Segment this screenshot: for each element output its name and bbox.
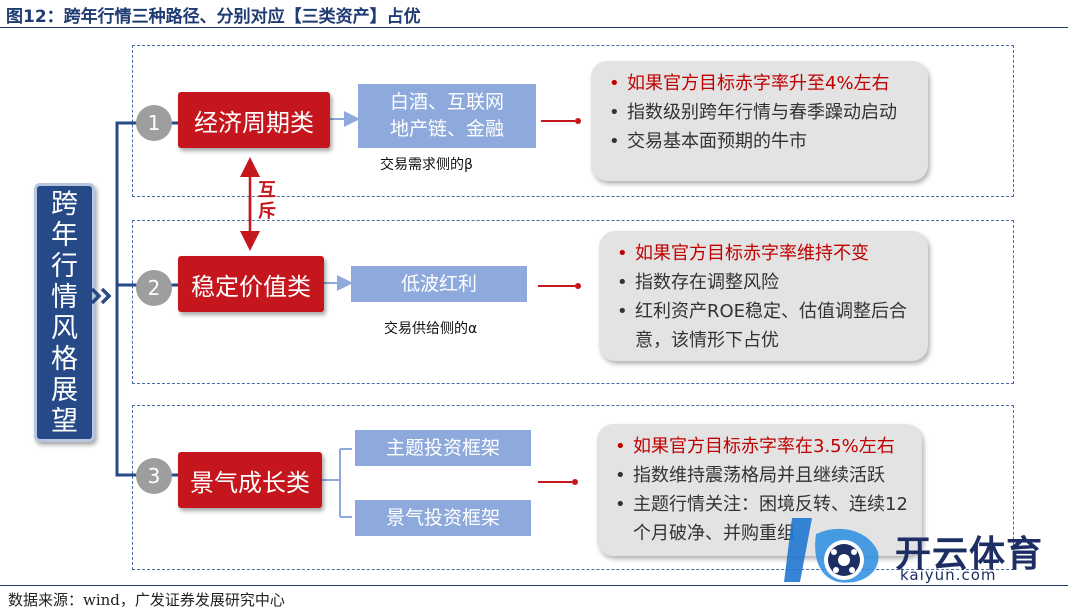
path-1-assets: 白酒、互联网 地产链、金融 bbox=[358, 84, 536, 148]
path-3-point: 指数维持震荡格局并且继续活跃 bbox=[611, 461, 908, 490]
path-2-outlook: 如果官方目标赤字率维持不变 指数存在调整风险 红利资产ROE稳定、估值调整后合意… bbox=[599, 231, 928, 361]
figure-title: 图12：跨年行情三种路径、分别对应【三类资产】占优 bbox=[6, 7, 421, 27]
title-divider bbox=[0, 27, 1068, 28]
path-2-asset: 低波红利 bbox=[400, 272, 477, 295]
path-3-number: 3 bbox=[136, 458, 172, 494]
path-1-asset: 白酒、互联网 bbox=[389, 91, 504, 113]
path-3-asset-theme: 主题投资框架 bbox=[355, 430, 531, 466]
path-1-number: 1 bbox=[136, 105, 172, 141]
path-1-point: 交易基本面预期的牛市 bbox=[605, 127, 914, 156]
path-2-point: 指数存在调整风险 bbox=[613, 268, 914, 297]
path-1-point: 指数级别跨年行情与春季躁动启动 bbox=[605, 98, 914, 127]
path-3-condition: 如果官方目标赤字率在3.5%左右 bbox=[611, 432, 908, 461]
side-label: 跨年行情风格展望 bbox=[51, 188, 78, 437]
watermark-brand: 开云体育 bbox=[895, 534, 1044, 575]
path-1-caption: 交易需求侧的β bbox=[380, 157, 473, 173]
watermark-url: kaiyun.com bbox=[900, 566, 997, 584]
data-source: 数据来源：wind，广发证券发展研究中心 bbox=[8, 591, 285, 609]
footer-divider bbox=[0, 585, 1068, 586]
mutual-exclusive-label: 互斥 bbox=[258, 180, 276, 222]
path-2-number: 2 bbox=[136, 270, 172, 306]
path-3-outlook: 如果官方目标赤字率在3.5%左右 指数维持震荡格局并且继续活跃 主题行情关注：困… bbox=[597, 424, 922, 556]
path-3-asset: 景气投资框架 bbox=[385, 506, 500, 529]
path-3-point: 主题行情关注：困境反转、连续12个月破净、并购重组 bbox=[611, 490, 908, 548]
path-2-category: 稳定价值类 bbox=[178, 256, 324, 312]
path-3-asset-prosperity: 景气投资框架 bbox=[355, 500, 531, 536]
path-1-category: 经济周期类 bbox=[178, 92, 330, 148]
watermark-logo-icon bbox=[784, 518, 879, 583]
path-2-caption: 交易供给侧的α bbox=[384, 321, 478, 337]
path-1-asset: 地产链、金融 bbox=[389, 118, 504, 140]
path-3-asset: 主题投资框架 bbox=[385, 436, 500, 459]
path-1-outlook: 如果官方目标赤字率升至4%左右 指数级别跨年行情与春季躁动启动 交易基本面预期的… bbox=[591, 61, 928, 181]
path-2-point: 红利资产ROE稳定、估值调整后合意，该情形下占优 bbox=[613, 297, 914, 355]
path-1-condition: 如果官方目标赤字率升至4%左右 bbox=[605, 69, 914, 98]
double-chevron-icon bbox=[90, 287, 112, 305]
side-label-box: 跨年行情风格展望 bbox=[34, 183, 95, 442]
path-3-category: 景气成长类 bbox=[178, 452, 322, 508]
path-2-assets: 低波红利 bbox=[351, 266, 527, 302]
path-2-condition: 如果官方目标赤字率维持不变 bbox=[613, 239, 914, 268]
